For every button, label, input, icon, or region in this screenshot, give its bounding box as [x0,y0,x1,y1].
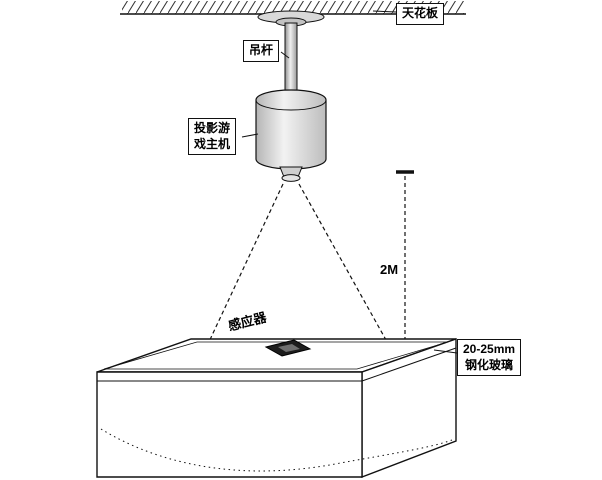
projector-lens [281,174,301,182]
ceiling-label-leader [372,10,397,13]
distance-label-text: 2M [380,262,399,277]
table-front-face [96,371,363,478]
glass-label-line2: 钢化玻璃 [465,357,514,372]
projector-body [255,89,327,170]
glass-label-line1: 20-25mm [463,342,516,356]
rod-label-text: 吊杆 [249,43,274,57]
rod-label: 吊杆 [243,40,280,62]
hanging-rod [284,22,298,96]
projector-label-line2: 戏主机 [194,136,231,151]
distance-label: 2M [378,262,401,279]
projector-top-rim [255,99,327,111]
projector-label: 投影游 戏主机 [188,118,237,156]
projector-label-leader [241,133,259,138]
projection-cone-right-line [298,183,387,341]
projection-cone-left-line [206,183,284,347]
projector-label-line1: 投影游 [194,121,231,135]
rod-label-leader [280,51,290,59]
sensor-highlight [278,344,300,352]
ceiling-label: 天花板 [396,3,445,25]
glass-label-leader [433,349,458,354]
glass-pane-outline [103,341,449,370]
glass-edge-right-line [361,347,457,382]
glass-label: 20-25mm 钢化玻璃 [457,339,522,377]
ceiling-label-text: 天花板 [402,6,439,20]
